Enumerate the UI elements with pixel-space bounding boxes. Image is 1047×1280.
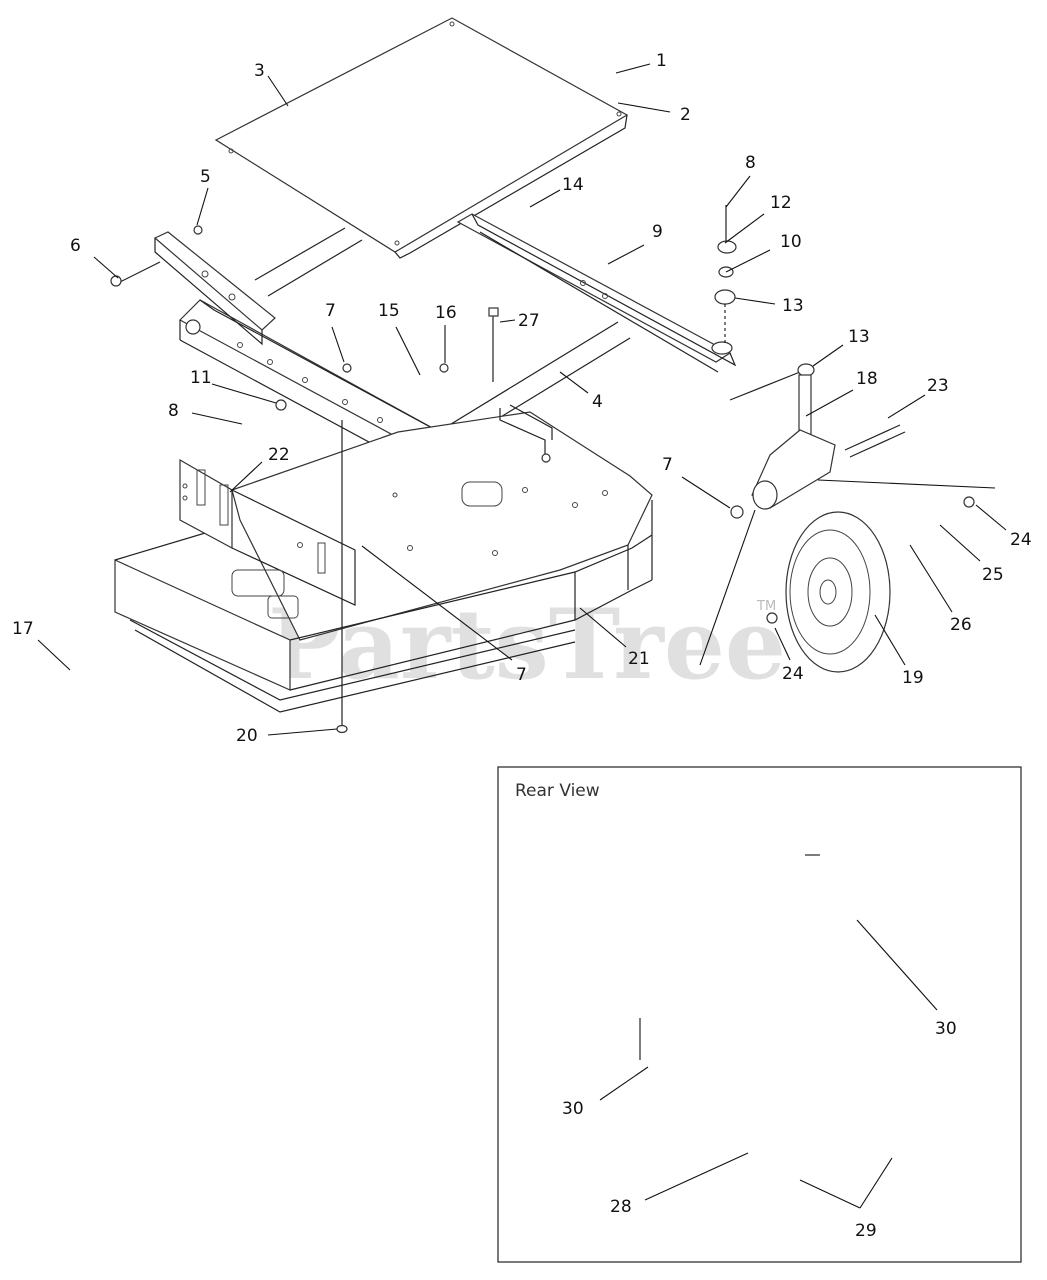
callout-18: 18 — [856, 369, 878, 389]
callout-19: 19 — [902, 668, 924, 688]
callout-13-upper: 13 — [782, 296, 804, 316]
deck-hook — [499, 404, 553, 463]
callout-8-right: 8 — [745, 153, 756, 173]
callout-20: 20 — [236, 726, 258, 746]
callout-labels: 1 2 3 4 5 6 7 7 7 8 8 9 10 11 12 13 13 1… — [12, 51, 1032, 1241]
callout-21: 21 — [628, 649, 650, 669]
callout-28: 28 — [610, 1197, 632, 1217]
caster-fork — [730, 363, 996, 519]
leader-lines — [37, 63, 1007, 736]
callout-2: 2 — [680, 105, 691, 125]
callout-7-deck: 7 — [516, 665, 527, 685]
callout-1: 1 — [656, 51, 667, 71]
callout-29: 29 — [855, 1221, 877, 1241]
callout-23: 23 — [927, 376, 949, 396]
callout-27: 27 — [518, 311, 540, 331]
rear-rail — [456, 213, 737, 373]
callout-25: 25 — [982, 565, 1004, 585]
callout-26: 26 — [950, 615, 972, 635]
callout-10: 10 — [780, 232, 802, 252]
callout-15: 15 — [378, 301, 400, 321]
callout-12: 12 — [770, 193, 792, 213]
callout-8-left: 8 — [168, 401, 179, 421]
deck-handle — [231, 569, 299, 619]
deck-bracket — [179, 458, 356, 606]
callout-3: 3 — [254, 61, 265, 81]
callout-7-center: 7 — [325, 301, 336, 321]
callout-24-right: 24 — [1010, 530, 1032, 550]
callout-24-wheel: 24 — [782, 664, 804, 684]
mower-deck — [114, 411, 653, 713]
callout-11: 11 — [190, 368, 212, 388]
callout-13-lower: 13 — [848, 327, 870, 347]
rear-view-inset: Rear View — [497, 766, 1022, 1263]
callout-4: 4 — [592, 392, 603, 412]
callout-16: 16 — [435, 303, 457, 323]
callout-22: 22 — [268, 445, 290, 465]
caster-hardware-stack — [714, 205, 806, 401]
callout-5: 5 — [200, 167, 211, 187]
callout-6: 6 — [70, 236, 81, 256]
callout-30-left: 30 — [562, 1099, 584, 1119]
center-hardware — [110, 225, 499, 411]
top-plate — [214, 17, 629, 259]
callout-9: 9 — [652, 222, 663, 242]
callout-7-caster: 7 — [662, 455, 673, 475]
callout-14: 14 — [562, 175, 584, 195]
watermark-trademark: TM — [756, 599, 776, 614]
callout-30-right: 30 — [935, 1019, 957, 1039]
callout-17: 17 — [12, 619, 34, 639]
inset-title: Rear View — [515, 781, 600, 801]
side-bracket — [153, 231, 276, 346]
caster-wheel — [699, 509, 891, 673]
